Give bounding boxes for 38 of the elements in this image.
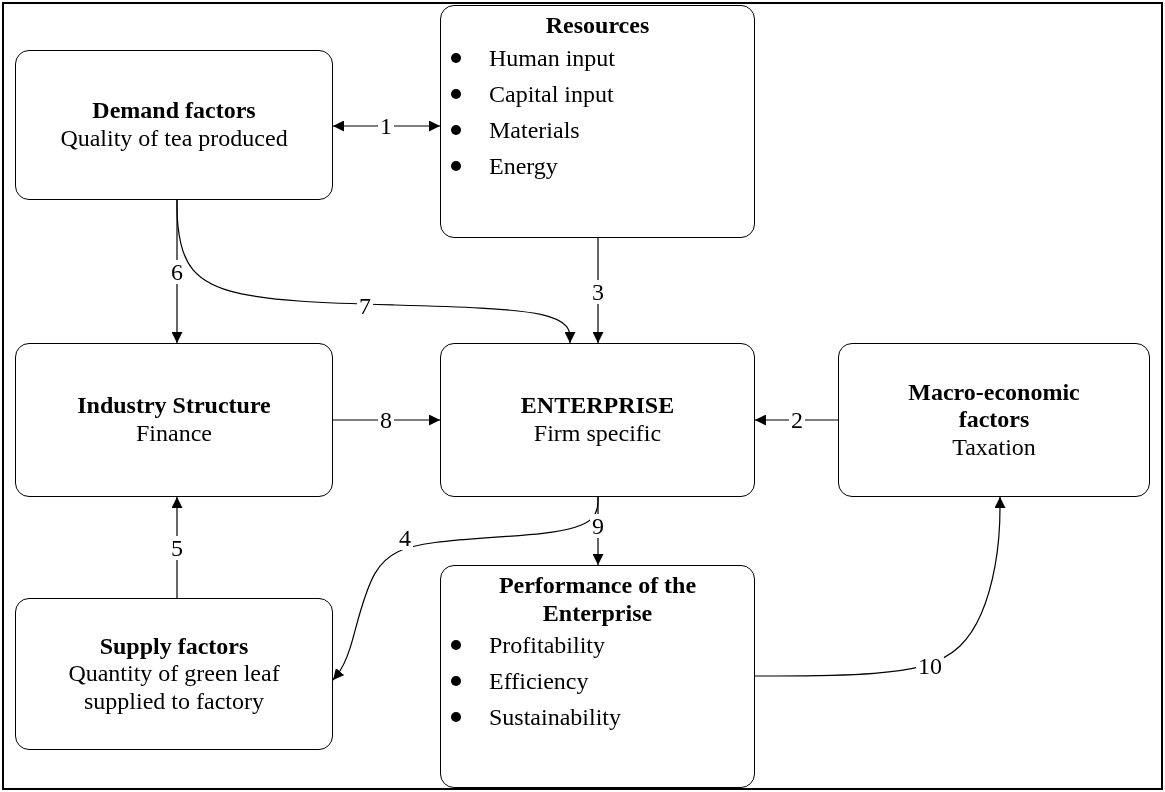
factor-box xyxy=(15,598,333,750)
box-text: Firm specific xyxy=(533,420,662,448)
box-heading: Supply factors xyxy=(99,632,249,661)
list-item: Efficiency xyxy=(489,667,589,697)
box-heading: Performance of the Enterprise xyxy=(497,572,698,628)
arrow xyxy=(332,120,441,132)
edge-label: 9 xyxy=(590,514,606,538)
list-item: Energy xyxy=(489,151,558,181)
factor-box xyxy=(440,343,755,497)
factor-box xyxy=(440,565,755,788)
box-heading: ENTERPRISE xyxy=(520,392,675,420)
arrow xyxy=(176,199,576,344)
arrow xyxy=(754,496,1006,677)
edge-label: 6 xyxy=(169,260,185,284)
box-heading: Demand factors xyxy=(92,97,256,125)
box-heading: Macro-economic factors xyxy=(907,378,1081,434)
list-item: Capital input xyxy=(489,79,614,109)
arrow xyxy=(332,414,441,426)
arrow xyxy=(592,237,604,344)
box-text: Finance xyxy=(136,420,212,448)
list-item: Sustainability xyxy=(489,703,621,733)
arrow xyxy=(754,414,839,426)
box-text: Taxation xyxy=(952,433,1036,462)
factor-box xyxy=(15,50,333,200)
box-text: Quantity of green leaf supplied to factory xyxy=(67,660,281,716)
factor-box xyxy=(838,343,1150,497)
arrow xyxy=(592,496,604,566)
edge-label: 3 xyxy=(590,280,606,304)
box-heading: Industry Structure xyxy=(77,392,271,420)
factor-box xyxy=(440,5,755,238)
list-item: Materials xyxy=(489,115,580,145)
factor-box xyxy=(15,343,333,497)
arrow xyxy=(171,496,183,599)
list-item: Human input xyxy=(489,43,615,73)
box-text: Quality of tea produced xyxy=(60,125,288,153)
box-heading: Resources xyxy=(545,12,650,40)
edge-label: 5 xyxy=(169,536,185,560)
list-item: Profitability xyxy=(489,631,605,661)
